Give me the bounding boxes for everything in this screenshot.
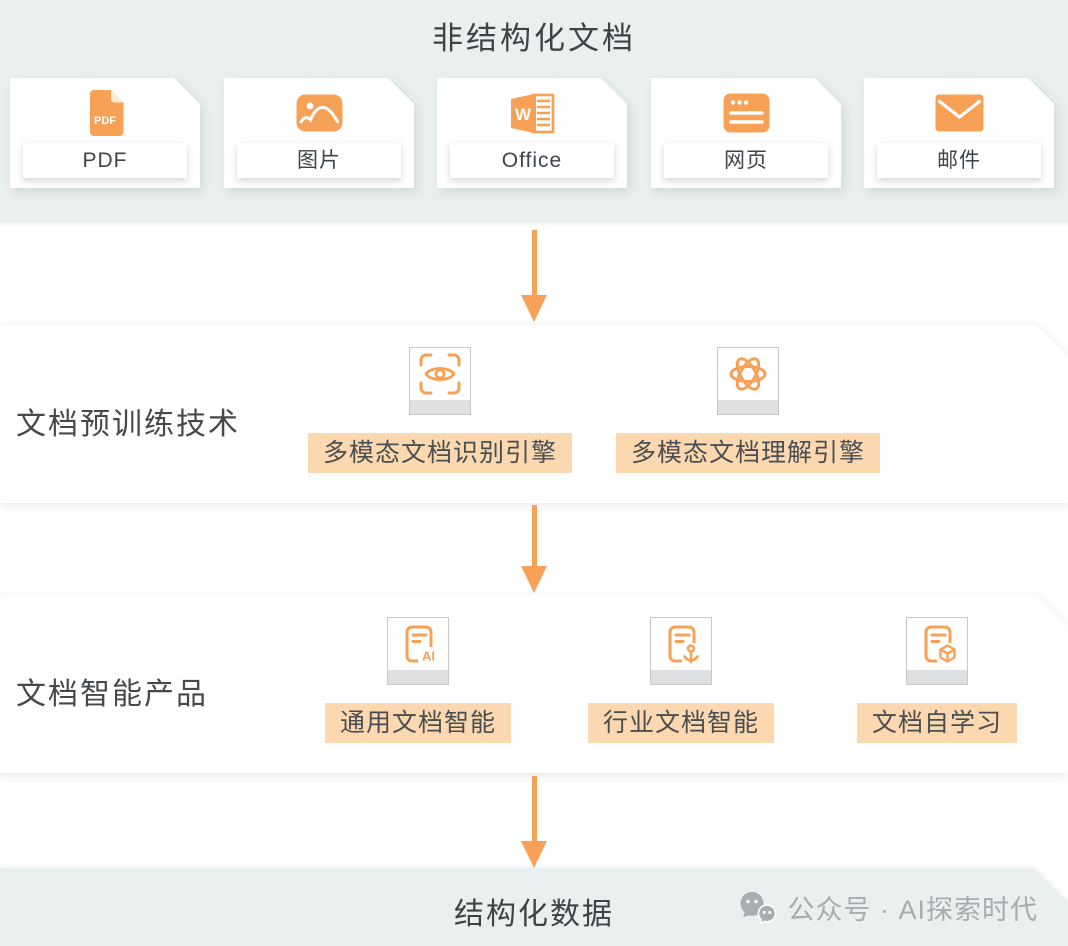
- product-item-industry: 行业文档智能: [531, 617, 831, 743]
- wechat-icon: [740, 891, 777, 925]
- pdf-file-icon: PDF: [89, 89, 123, 136]
- doc-ai-icon: AI: [405, 625, 439, 664]
- icon-box-footer: [907, 670, 967, 684]
- icon-box-footer: [410, 400, 470, 414]
- doc-cube-icon: [924, 625, 958, 665]
- icon-box: [906, 617, 968, 685]
- scan-eye-icon: [419, 353, 461, 395]
- icon-box: AI: [387, 617, 449, 685]
- pretrain-section: 文档预训练技术: [0, 325, 1068, 503]
- icon-box-footer: [718, 400, 778, 414]
- doc-anchor-icon: [668, 625, 702, 664]
- product-label-selflearning: 文档自学习: [856, 703, 1017, 743]
- product-item-selflearning: 文档自学习: [787, 617, 1068, 743]
- mail-icon: [935, 94, 983, 132]
- pdf-icon-text: PDF: [94, 115, 116, 127]
- icon-box: [717, 347, 779, 415]
- product-section-title: 文档智能产品: [16, 678, 208, 711]
- unstructured-docs-band: 非结构化文档 PDF PDF: [0, 0, 1068, 223]
- doc-card-mail: 邮件: [864, 78, 1054, 188]
- icon-box: [650, 617, 712, 685]
- watermark-text: 公众号 · AI探索时代: [787, 895, 1038, 925]
- icon-box-footer: [388, 670, 448, 684]
- pretrain-item-understanding: 多模态文档理解引擎: [598, 347, 898, 473]
- doc-card-label: 图片: [237, 143, 401, 178]
- doc-card-label: PDF: [23, 143, 187, 178]
- product-label-industry: 行业文档智能: [587, 703, 774, 743]
- product-label-general: 通用文档智能: [324, 703, 511, 743]
- engine-label-recognition: 多模态文档识别引擎: [307, 433, 572, 473]
- atom-icon: [729, 357, 767, 391]
- doc-card-pdf: PDF PDF: [10, 78, 200, 188]
- webpage-icon: [723, 93, 769, 133]
- word-doc-icon: W: [511, 93, 555, 133]
- icon-box: [409, 347, 471, 415]
- image-icon: [296, 94, 342, 132]
- band-title-unstructured: 非结构化文档: [432, 21, 636, 56]
- engine-label-understanding: 多模态文档理解引擎: [615, 433, 880, 473]
- doc-card-label: Office: [450, 143, 614, 178]
- pretrain-section-title: 文档预训练技术: [16, 408, 240, 441]
- structured-data-band: 结构化数据 公众号 · AI探索时代: [0, 868, 1068, 946]
- product-item-general: AI 通用文档智能: [268, 617, 568, 743]
- doc-card-label: 网页: [664, 143, 828, 178]
- product-section: 文档智能产品 AI 通用文档智能: [0, 595, 1068, 773]
- band-title-structured: 结构化数据: [454, 898, 614, 931]
- doc-card-label: 邮件: [877, 143, 1041, 178]
- doc-card-image: 图片: [224, 78, 414, 188]
- ai-badge-text: AI: [422, 649, 435, 664]
- pretrain-item-recognition: 多模态文档识别引擎: [290, 347, 590, 473]
- watermark: 公众号 · AI探索时代: [737, 888, 1038, 927]
- icon-box-footer: [651, 670, 711, 684]
- word-icon-text: W: [515, 105, 532, 124]
- doc-card-office: W Office: [437, 78, 627, 188]
- doc-card-webpage: 网页: [651, 78, 841, 188]
